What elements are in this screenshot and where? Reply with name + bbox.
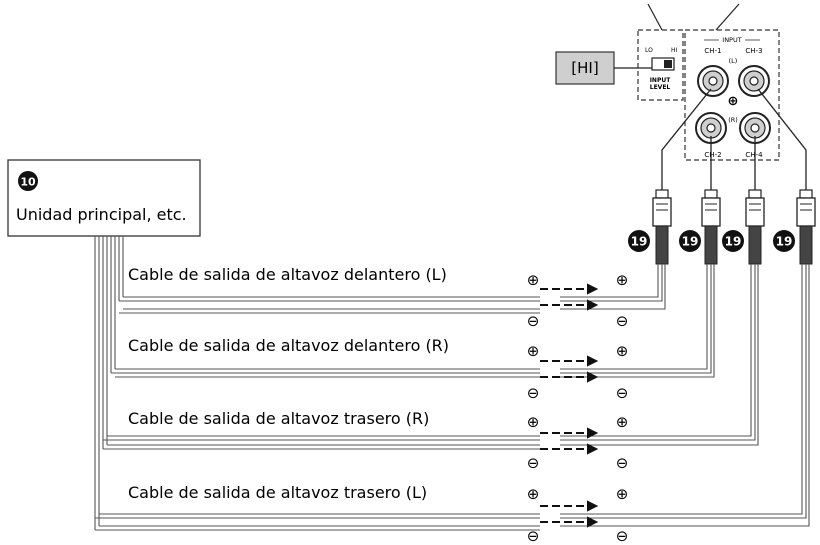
- cable-ch1-to-plug: [661, 88, 712, 190]
- rca-jack-ch2: [695, 112, 727, 144]
- plus-marker: ⊕: [616, 271, 629, 289]
- cable-pair-rear-left: [95, 264, 810, 531]
- minus-marker: ⊖: [616, 384, 629, 402]
- connector-badge-2: 19: [679, 230, 701, 252]
- cable-label-front-left: Cable de salida de altavoz delantero (L): [128, 265, 447, 284]
- head-unit: 10 Unidad principal, etc.: [7, 159, 201, 237]
- head-unit-box: [7, 159, 201, 237]
- minus-marker: ⊖: [616, 454, 629, 472]
- leader-line-left: [647, 3, 663, 31]
- cable-label-rear-right: Cable de salida de altavoz trasero (R): [128, 409, 429, 428]
- minus-marker: ⊖: [527, 384, 540, 402]
- input-level-panel: LO HI INPUT LEVEL: [637, 29, 684, 101]
- side-left-label: (L): [729, 57, 738, 65]
- plus-marker: ⊕: [616, 413, 629, 431]
- plus-marker: ⊕: [616, 485, 629, 503]
- switch-lo-label: LO: [645, 47, 653, 54]
- side-right-label: (R): [728, 116, 738, 124]
- minus-marker: ⊖: [616, 312, 629, 330]
- minus-marker: ⊖: [527, 454, 540, 472]
- cable-pair-front-left: [119, 264, 666, 314]
- minus-marker: ⊖: [527, 312, 540, 330]
- rca-plug-front-left: [652, 189, 672, 265]
- svg-text:19: 19: [631, 235, 648, 249]
- plus-marker: ⊕: [527, 485, 540, 503]
- head-unit-badge: [18, 171, 38, 191]
- cable-label-rear-left: Cable de salida de altavoz trasero (L): [128, 483, 427, 502]
- input-level-panel-border: [637, 29, 684, 101]
- minus-marker: ⊖: [527, 527, 540, 545]
- rca-plug-rear-right: [745, 189, 765, 265]
- rca-jack-ch1: [697, 65, 729, 97]
- wire-trunk: [94, 236, 124, 530]
- rca-jack-ch4: [739, 112, 771, 144]
- cable-ch3-to-plug: [757, 88, 807, 190]
- svg-text:19: 19: [682, 235, 699, 249]
- input-level-label-1: INPUT: [650, 77, 672, 84]
- plus-marker: ⊕: [527, 271, 540, 289]
- minus-marker: ⊖: [616, 527, 629, 545]
- channel-2-label: CH-2: [704, 151, 721, 159]
- cable-pair-front-right: [111, 264, 715, 378]
- switch-hi-label: HI: [671, 47, 678, 54]
- svg-text:19: 19: [725, 235, 742, 249]
- plus-marker: ⊕: [527, 413, 540, 431]
- connector-badge-1: 19: [628, 230, 650, 252]
- connector-badge-3: 19: [722, 230, 744, 252]
- head-unit-badge-number: 10: [20, 176, 36, 189]
- connection-arrows: [540, 283, 599, 528]
- cable-label-front-right: Cable de salida de altavoz delantero (R): [128, 336, 449, 355]
- leader-line-right: [715, 3, 740, 31]
- rca-plug-front-right: [701, 189, 721, 265]
- channel-4-label: CH-4: [745, 151, 763, 159]
- hi-callout-label: [HI]: [571, 59, 598, 77]
- plus-marker: ⊕: [527, 342, 540, 360]
- channel-3-label: CH-3: [745, 47, 762, 55]
- ground-terminal-symbol: ⊕: [728, 94, 739, 109]
- svg-text:19: 19: [776, 235, 793, 249]
- connector-badge-4: 19: [773, 230, 795, 252]
- input-header-label: INPUT: [722, 36, 741, 44]
- hi-callout: [HI]: [555, 51, 652, 85]
- input-level-label-2: LEVEL: [650, 84, 671, 91]
- channel-1-label: CH-1: [704, 47, 721, 55]
- rca-jack-ch3: [738, 65, 770, 97]
- hi-callout-box: [555, 51, 615, 85]
- polarity-markers: ⊕ ⊕ ⊖ ⊖ ⊕ ⊕ ⊖ ⊖ ⊕ ⊕ ⊖ ⊖ ⊕ ⊕ ⊖ ⊖: [527, 271, 629, 545]
- plus-marker: ⊕: [616, 342, 629, 360]
- rca-plug-rear-left: [796, 189, 816, 265]
- input-level-switch-knob: [664, 60, 672, 68]
- rca-input-panel: INPUT CH-1 CH-3 (L) (R) ⊕ CH-2 CH-4: [684, 29, 780, 161]
- cable-pair-rear-right: [103, 264, 759, 450]
- jack-to-plug-cables: [661, 88, 807, 190]
- head-unit-label: Unidad principal, etc.: [16, 205, 187, 224]
